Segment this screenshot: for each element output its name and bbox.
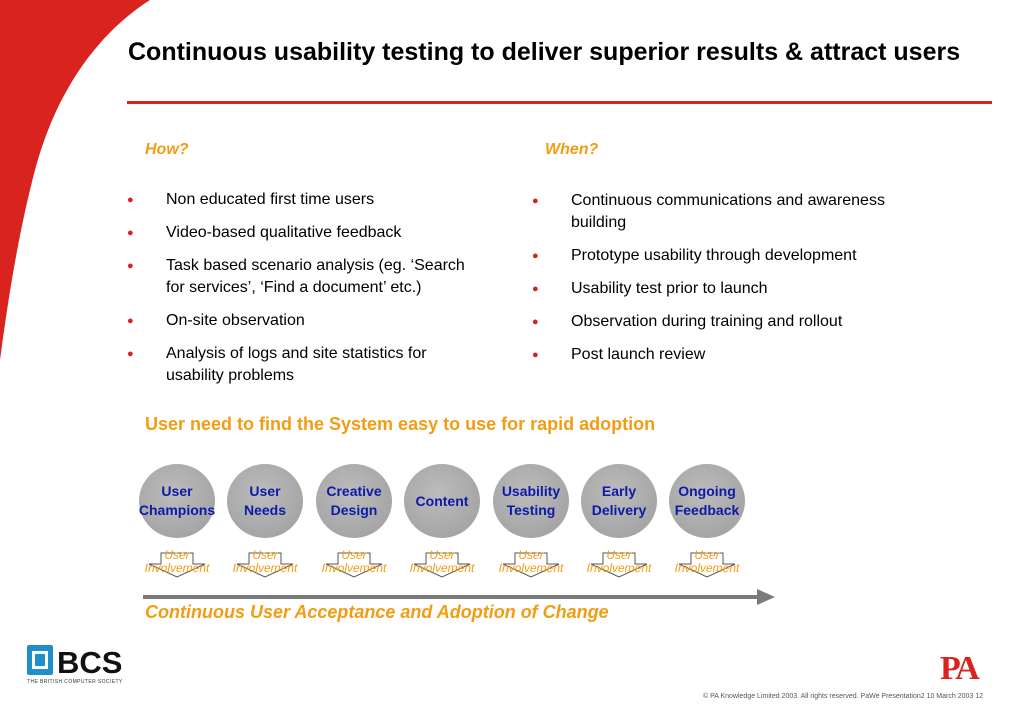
title-underline — [127, 101, 992, 104]
bullet-icon: ● — [127, 194, 134, 206]
involvement-arrow: User Involvement — [139, 549, 215, 580]
down-arrow-icon — [148, 552, 206, 578]
list-item: ●Prototype usability through development — [532, 245, 892, 267]
how-heading: How? — [145, 141, 189, 158]
list-item: ●Usability test prior to launch — [532, 278, 892, 300]
footer-copyright: © PA Knowledge Limited 2003. All rights … — [702, 693, 983, 700]
bullet-icon: ● — [127, 315, 134, 327]
stage-user-champions: User Champions — [139, 464, 215, 538]
when-list: ●Continuous communications and awareness… — [532, 190, 892, 377]
stage-content: Content — [404, 464, 480, 538]
involvement-arrow: User Involvement — [493, 549, 569, 580]
svg-text:BCS: BCS — [57, 645, 122, 677]
list-item: ●Observation during training and rollout — [532, 311, 892, 333]
down-arrow-icon — [678, 552, 736, 578]
bullet-icon: ● — [127, 227, 134, 239]
list-item: ●Post launch review — [532, 344, 892, 366]
bcs-logo-subtitle: THE BRITISH COMPUTER SOCIETY — [27, 679, 123, 685]
stage-early-delivery: Early Delivery — [581, 464, 657, 538]
involvement-arrow: User Involvement — [581, 549, 657, 580]
down-arrow-icon — [502, 552, 560, 578]
how-list: ●Non educated first time users ●Video-ba… — [127, 189, 487, 398]
timeline-arrow-icon — [143, 589, 775, 605]
list-item: ●Non educated first time users — [127, 189, 487, 211]
list-item: ●Video-based qualitative feedback — [127, 222, 487, 244]
stage-user-needs: User Needs — [227, 464, 303, 538]
bullet-icon: ● — [532, 195, 539, 207]
list-item: ●Continuous communications and awareness… — [532, 192, 885, 231]
involvement-arrow: User Involvement — [404, 549, 480, 580]
adoption-subheading: User need to find the System easy to use… — [145, 414, 656, 434]
down-arrow-icon — [325, 552, 383, 578]
stage-usability-testing: Usability Testing — [493, 464, 569, 538]
list-item: ●Task based scenario analysis (eg. ‘Sear… — [127, 257, 465, 296]
list-item: ●Analysis of logs and site statistics fo… — [127, 345, 427, 384]
down-arrow-icon — [413, 552, 471, 578]
bullet-icon: ● — [532, 283, 539, 295]
bullet-icon: ● — [127, 260, 134, 272]
bullet-icon: ● — [532, 349, 539, 361]
involvement-arrow: User Involvement — [669, 549, 745, 580]
adoption-tagline: Continuous User Acceptance and Adoption … — [145, 602, 609, 622]
pa-logo: PA — [940, 650, 980, 687]
when-heading: When? — [545, 141, 599, 158]
involvement-arrow: User Involvement — [227, 549, 303, 580]
list-item: ●On-site observation — [127, 310, 487, 332]
down-arrow-icon — [236, 552, 294, 578]
slide-title: Continuous usability testing to deliver … — [128, 38, 961, 66]
bcs-logo: BCS — [27, 645, 122, 677]
stage-creative-design: Creative Design — [316, 464, 392, 538]
involvement-arrow: User Involvement — [316, 549, 392, 580]
down-arrow-icon — [590, 552, 648, 578]
stage-ongoing-feedback: Ongoing Feedback — [669, 464, 745, 538]
bullet-icon: ● — [532, 316, 539, 328]
bullet-icon: ● — [127, 348, 134, 360]
bullet-icon: ● — [532, 250, 539, 262]
